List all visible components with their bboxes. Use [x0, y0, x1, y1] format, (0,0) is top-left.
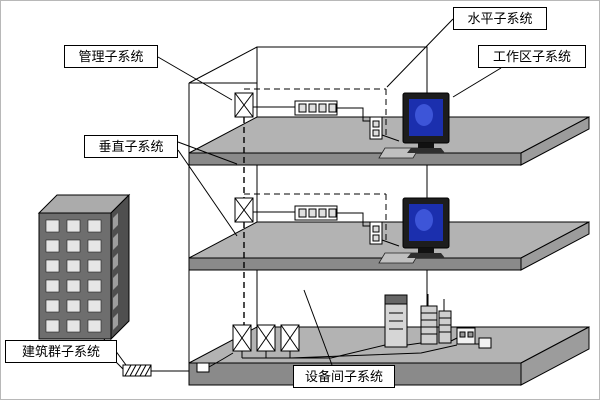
label-management-subsystem: 管理子系统 [64, 45, 158, 68]
floor2-computer-icon [378, 197, 450, 264]
leader-vertical-1 [177, 141, 238, 165]
label-horizontal-subsystem: 水平子系统 [453, 7, 547, 30]
label-equipment-room-subsystem: 设备间子系统 [293, 365, 395, 388]
rack-x-icon [280, 324, 300, 352]
floor2-slab [188, 221, 590, 271]
floor2-interior [234, 193, 400, 247]
equipment-cable [242, 344, 386, 359]
floor3-computer-icon [378, 92, 450, 159]
leader-management [157, 56, 233, 101]
floor2-horizontal-cable-dashed [244, 193, 387, 244]
rack-x-icon [256, 324, 276, 352]
label-campus-subsystem: 建筑群子系统 [5, 340, 117, 363]
leader-horizontal [386, 18, 454, 88]
side-windows [113, 213, 118, 330]
equipment-room [196, 294, 492, 373]
label-work-area-subsystem: 工作区子系统 [478, 45, 586, 68]
label-vertical-subsystem: 垂直子系统 [84, 135, 178, 158]
server-cabinet-icon [384, 294, 408, 348]
floor3-back-wall [256, 46, 428, 118]
cable-entry-box-icon [196, 362, 210, 373]
floor3-interior [234, 88, 400, 142]
main-building [188, 46, 590, 386]
rack-x-icon [232, 324, 252, 352]
equipment-cable [289, 344, 458, 359]
leader-work-area [452, 67, 502, 98]
patch-rack-icon [438, 299, 452, 344]
leader-lines [114, 18, 502, 366]
campus-building [37, 193, 131, 341]
patch-rack-icon [420, 294, 438, 345]
cable-conduit-icon [122, 364, 152, 377]
leader-equipment [303, 289, 333, 366]
leader-vertical-2 [177, 149, 238, 237]
windows [45, 219, 102, 333]
small-device-icon [478, 337, 492, 349]
floor3-horizontal-cable-dashed [244, 88, 387, 139]
